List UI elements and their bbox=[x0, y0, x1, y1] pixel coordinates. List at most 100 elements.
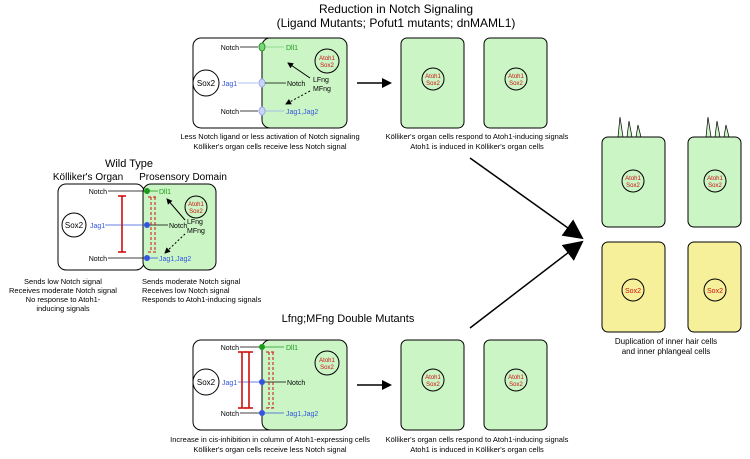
reduction-panel: Sox2 Atoh1 Sox2 Notch Dll1 Jag1 Notch No… bbox=[180, 37, 569, 151]
prosensory-caption-3: Responds to Atoh1-inducing signals bbox=[142, 295, 261, 304]
wt-notch-mid-label: Notch bbox=[169, 223, 187, 230]
dm-result-caption-1: Kölliker's organ cells respond to Atoh1-… bbox=[386, 435, 569, 444]
stereocilia-1 bbox=[617, 116, 642, 138]
dm-sox2-label: Sox2 bbox=[197, 378, 216, 387]
lfng-arrow bbox=[287, 62, 311, 79]
wt-atoh1-label: Atoh1 bbox=[188, 202, 204, 208]
dm-atoh1-sox2-label: Sox2 bbox=[320, 365, 334, 371]
dll1-ligand bbox=[258, 42, 266, 52]
wt-lfng-arrow bbox=[166, 198, 186, 221]
jag1-ligand bbox=[258, 78, 266, 88]
prosensory-caption-1: Sends moderate Notch signal bbox=[142, 277, 241, 286]
result-atoh1-1: Atoh1 bbox=[425, 74, 441, 80]
double-mutant-panel: Lfng;MFng Double Mutants Sox2 Atoh1 Sox2… bbox=[170, 313, 568, 454]
dm-result-nucleus-2 bbox=[504, 368, 528, 392]
notch-label-mid: Notch bbox=[287, 81, 305, 88]
result-sox2-1: Sox2 bbox=[426, 81, 440, 87]
dm-caption-2: Kölliker's organ cells receive less Notc… bbox=[193, 445, 346, 454]
wt-notch-low-label: Notch bbox=[89, 256, 107, 263]
dm-jag1-ligand bbox=[259, 379, 265, 385]
stereocilia-2 bbox=[705, 116, 730, 138]
mfng-label: MFng bbox=[313, 86, 331, 93]
result-nucleus-1 bbox=[421, 67, 445, 91]
diagram-title: Reduction in Notch Signaling bbox=[319, 2, 473, 16]
sox2-label: Sox2 bbox=[197, 79, 216, 88]
jag1-label: Jag1 bbox=[222, 81, 237, 88]
converge-arrow-top bbox=[469, 157, 584, 240]
dm-sox2-nucleus bbox=[192, 368, 220, 396]
result-nucleus-2 bbox=[504, 67, 528, 91]
wt-cis-inhibition-prosensory bbox=[148, 196, 158, 253]
jag-ligand-low bbox=[258, 106, 266, 116]
prosensory-title: Prosensory Domain bbox=[139, 172, 227, 183]
dm-result-caption-2: Atoh1 is induced in Kölliker's organ cel… bbox=[410, 445, 544, 454]
reduction-caption-2: Kölliker's organ cells receive less Notc… bbox=[193, 142, 346, 151]
hair-cell-nucleus-1 bbox=[621, 169, 645, 193]
converge-arrow-bottom bbox=[469, 240, 584, 329]
dm-result-nucleus-1 bbox=[421, 368, 445, 392]
wild-type-title: Wild Type bbox=[105, 158, 153, 170]
diagram-subtitle: (Ligand Mutants; Pofut1 mutants; dnMAML1… bbox=[277, 16, 516, 30]
wt-notch-top-label: Notch bbox=[89, 189, 107, 196]
notch-label-low: Notch bbox=[221, 109, 239, 116]
dm-result-sox2-2: Sox2 bbox=[509, 382, 523, 388]
dm-result-sox2-1: Sox2 bbox=[426, 382, 440, 388]
dm-notch-low-label: Notch bbox=[221, 411, 239, 418]
dm-result-atoh1-1: Atoh1 bbox=[425, 375, 441, 381]
wt-mfng-label: MFng bbox=[187, 228, 205, 235]
kolliker-title: Kölliker's Organ bbox=[53, 172, 123, 183]
phalangeal-nucleus-1 bbox=[621, 278, 645, 302]
hair-cell-atoh1-1: Atoh1 bbox=[625, 176, 641, 182]
reduction-caption-1: Less Notch ligand or less activation of … bbox=[180, 132, 359, 141]
wt-cis-inhibition-kolliker bbox=[118, 195, 126, 253]
dm-dll1-ligand bbox=[259, 344, 265, 350]
wt-atoh1-nucleus bbox=[184, 195, 208, 219]
atoh1-sox2-nucleus bbox=[314, 48, 340, 74]
phalangeal-sox2-2: Sox2 bbox=[707, 288, 723, 295]
wt-jag-ligand-low bbox=[144, 255, 150, 261]
atoh1-label: Atoh1 bbox=[319, 56, 335, 62]
dm-atoh1-label: Atoh1 bbox=[319, 358, 335, 364]
dm-jag1-label: Jag1 bbox=[222, 380, 237, 387]
hair-cell-atoh1-2: Atoh1 bbox=[707, 176, 723, 182]
prosensory-caption-2: Receives low Notch signal bbox=[142, 286, 230, 295]
dm-notch-mid-label: Notch bbox=[287, 380, 305, 387]
reduction-result-caption-2: Atoh1 is induced in Kölliker's organ cel… bbox=[410, 142, 544, 151]
wt-jag1-ligand bbox=[144, 222, 150, 228]
result-sox2-2: Sox2 bbox=[509, 81, 523, 87]
atoh1-sox2-label: Sox2 bbox=[320, 63, 334, 69]
wt-dll1-label: Dll1 bbox=[159, 189, 171, 196]
lfng-label: LFng bbox=[313, 77, 329, 84]
wild-type-panel: Wild Type Kölliker's Organ Prosensory Do… bbox=[9, 158, 261, 313]
outcome-panel: Atoh1 Sox2 Atoh1 Sox2 Sox2 Sox2 Duplicat… bbox=[601, 116, 742, 356]
phalangeal-sox2-1: Sox2 bbox=[625, 288, 641, 295]
notch-label: Notch bbox=[221, 45, 239, 52]
kolliker-caption-4: inducing signals bbox=[36, 304, 90, 313]
sox2-nucleus bbox=[192, 69, 220, 97]
dll1-label: Dll1 bbox=[286, 45, 298, 52]
kolliker-caption-3: No response to Atoh1- bbox=[26, 295, 101, 304]
dm-result-atoh1-2: Atoh1 bbox=[508, 375, 524, 381]
wt-mfng-arrow bbox=[164, 233, 186, 254]
wt-jag1-label: Jag1 bbox=[90, 223, 105, 230]
wt-sox2-label: Sox2 bbox=[65, 221, 84, 230]
dm-caption-1: Increase in cis-inhibition in column of … bbox=[170, 435, 370, 444]
reduction-result-caption-1: Kölliker's organ cells respond to Atoh1-… bbox=[386, 132, 569, 141]
phalangeal-nucleus-2 bbox=[703, 278, 727, 302]
double-mutant-title: Lfng;MFng Double Mutants bbox=[282, 313, 415, 325]
hair-cell-sox2-1: Sox2 bbox=[626, 183, 640, 189]
mfng-arrow bbox=[285, 90, 311, 105]
dm-atoh1-nucleus bbox=[314, 350, 340, 376]
dm-dll1-label: Dll1 bbox=[286, 345, 298, 352]
hair-cell-sox2-2: Sox2 bbox=[708, 183, 722, 189]
jag1jag2-label: Jag1,Jag2 bbox=[286, 109, 318, 116]
dm-cis-inhibition-prosensory bbox=[266, 351, 276, 409]
wt-dll1-ligand bbox=[144, 188, 150, 194]
result-atoh1-2: Atoh1 bbox=[508, 74, 524, 80]
wt-jag1jag2-label: Jag1,Jag2 bbox=[159, 256, 191, 263]
kolliker-caption-1: Sends low Notch signal bbox=[24, 277, 102, 286]
kolliker-caption-2: Receives moderate Notch signal bbox=[9, 286, 117, 295]
dm-notch-top-label: Notch bbox=[221, 345, 239, 352]
outcome-caption-2: and inner phlangeal cells bbox=[622, 347, 711, 356]
